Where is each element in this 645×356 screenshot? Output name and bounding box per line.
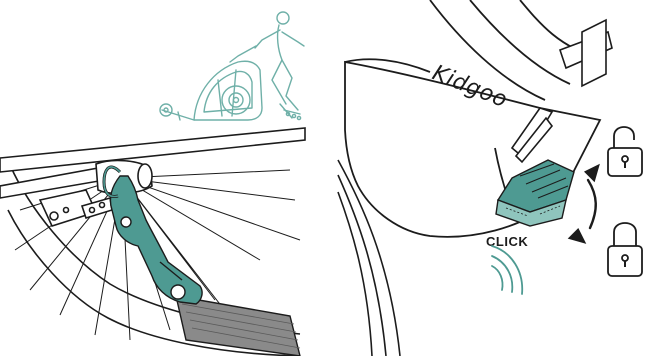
side-rail [560, 20, 612, 86]
runner-pushing-trailer-icon [160, 12, 304, 120]
curved-rotate-arrow-icon [570, 166, 598, 242]
right-panel: Kidgoo CLICK [338, 0, 642, 356]
trailer-frame [0, 128, 305, 198]
safety-strap [104, 167, 300, 356]
left-panel [0, 12, 305, 356]
unlocked-padlock-icon [608, 127, 642, 176]
sound-waves-icon [492, 246, 522, 294]
locked-padlock-icon [608, 223, 642, 276]
